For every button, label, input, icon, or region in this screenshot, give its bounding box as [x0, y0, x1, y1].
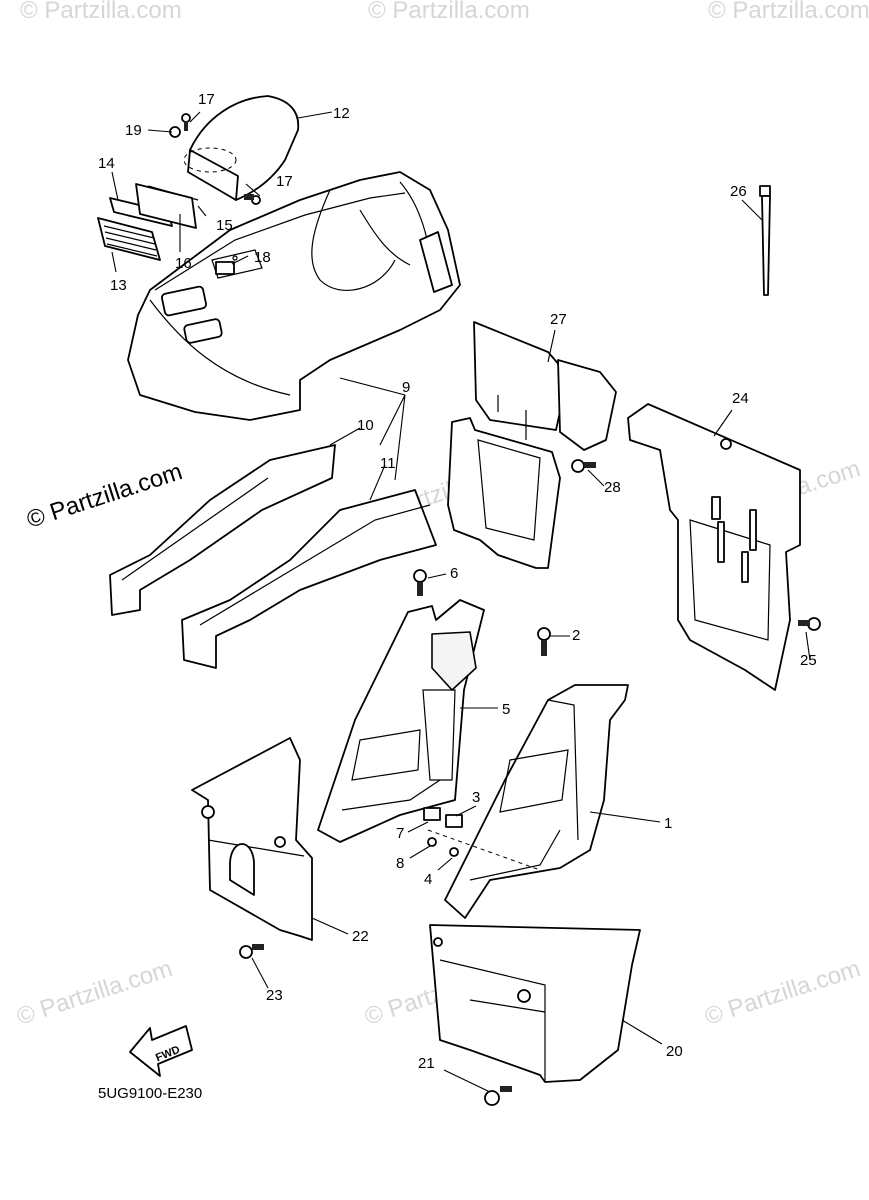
part-upper-shroud: [127, 171, 461, 421]
callout-15: 15: [216, 217, 233, 234]
watermark-faint: © Partzilla.com: [20, 0, 182, 24]
fastener-17-19: [169, 113, 261, 205]
callout-25: 25: [800, 652, 817, 669]
watermark-main: © Partzilla.com: [24, 458, 186, 534]
callout-16: 16: [175, 255, 192, 272]
part-13-grille: [97, 217, 161, 261]
callout-10: 10: [357, 417, 374, 434]
callout-2: 2: [572, 627, 580, 644]
part-5-panel: [317, 599, 485, 843]
callout-6: 6: [450, 565, 458, 582]
callout-24: 24: [732, 390, 749, 407]
callout-22: 22: [352, 928, 369, 945]
fwd-arrow-icon: FWD: [129, 1025, 193, 1077]
callout-12: 12: [333, 105, 350, 122]
callout-21: 21: [418, 1055, 435, 1072]
callout-27: 27: [550, 311, 567, 328]
part-10-liner: [109, 444, 336, 616]
callout-13: 13: [110, 277, 127, 294]
part-27-box: [473, 321, 617, 451]
callout-26: 26: [730, 183, 747, 200]
callout-14: 14: [98, 155, 115, 172]
part-16-filter: [135, 183, 199, 229]
callout-3: 3: [472, 789, 480, 806]
part-20-cover: [429, 924, 641, 1083]
fasteners-misc: [239, 459, 821, 1106]
callout-17-lower: 17: [276, 173, 293, 190]
watermark-faint: © Partzilla.com: [368, 0, 530, 24]
callout-5: 5: [502, 701, 510, 718]
part-24-frame: [627, 403, 801, 691]
callout-8: 8: [396, 855, 404, 872]
part-22-bracket: [191, 737, 313, 941]
diagram-code: 5UG9100-E230: [98, 1085, 202, 1102]
watermark-faint: © Partzilla.com: [702, 955, 864, 1031]
part-26-cable-tie: [759, 185, 771, 296]
callout-28: 28: [604, 479, 621, 496]
watermark-faint: © Partzilla.com: [14, 955, 176, 1031]
callout-7: 7: [396, 825, 404, 842]
callout-4: 4: [424, 871, 432, 888]
part-12-top-cover: [183, 95, 300, 201]
callout-23: 23: [266, 987, 283, 1004]
callout-20: 20: [666, 1043, 683, 1060]
leader-lines: [111, 111, 811, 1093]
callouts: 1 2 3 4 5 6 7 8 9 10 11 12 13 14 15 16 1…: [98, 91, 817, 1072]
callout-18: 18: [254, 249, 271, 266]
callout-17: 17: [198, 91, 215, 108]
callout-19: 19: [125, 122, 142, 139]
part-side-frame-left: [447, 417, 561, 569]
callout-9: 9: [402, 379, 410, 396]
part-11-liner: [181, 489, 437, 669]
callout-1: 1: [664, 815, 672, 832]
callout-11: 11: [380, 455, 396, 472]
watermark-faint: © Partzilla.com: [708, 0, 869, 24]
part-1-panel: [444, 684, 629, 919]
